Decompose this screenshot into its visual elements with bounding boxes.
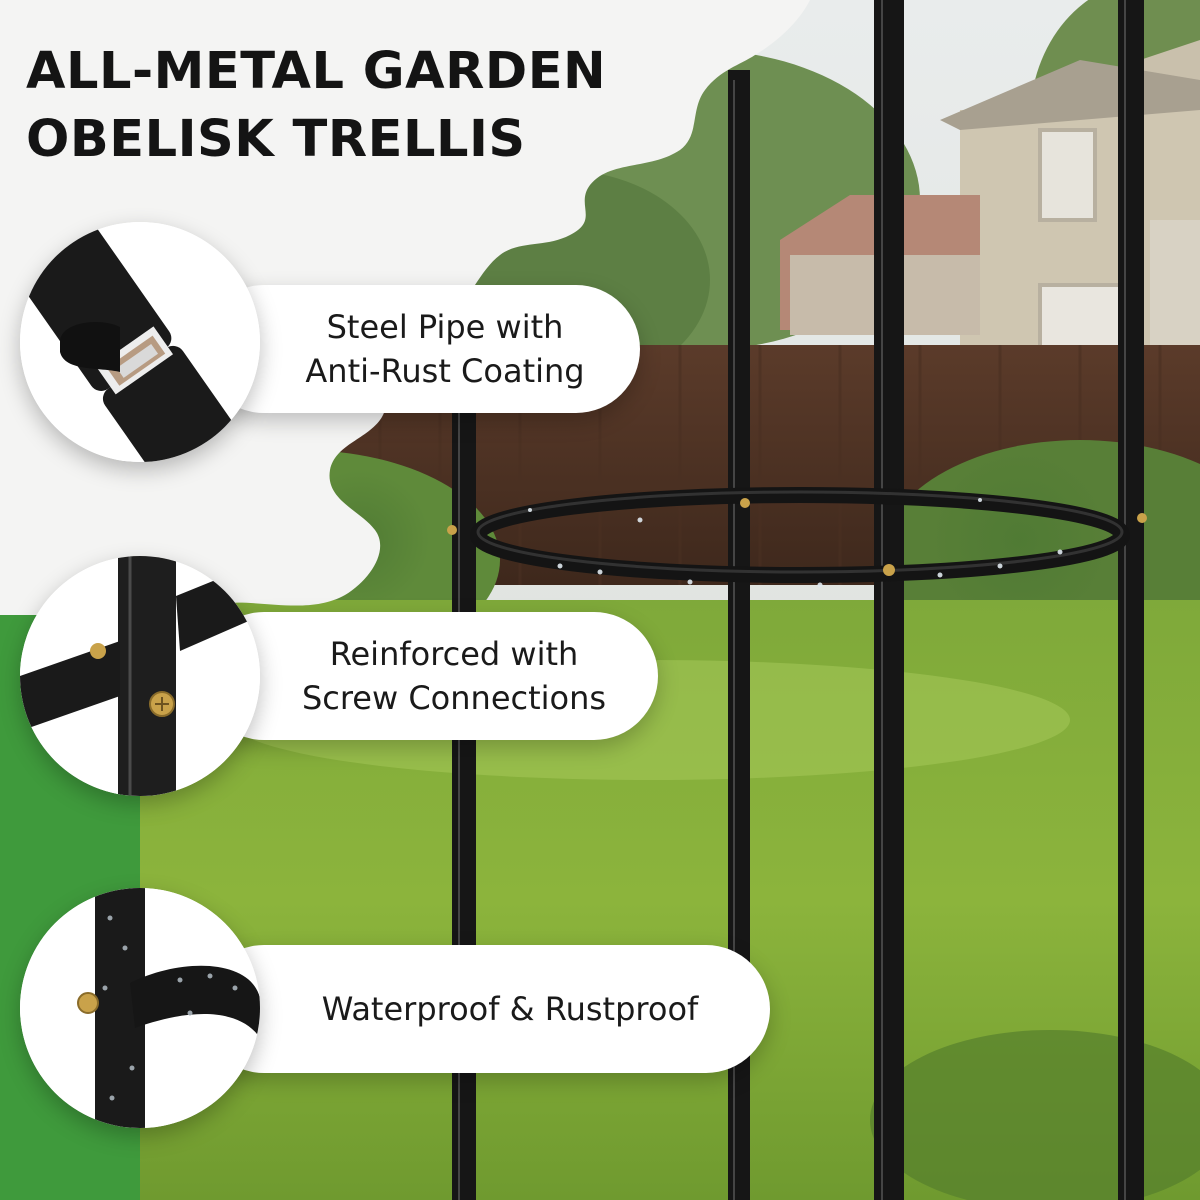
feature-waterproof-rustproof: Waterproof & Rustproof	[0, 0, 1200, 1128]
coated-pipe-icon	[20, 222, 260, 462]
feature-anti-rust-coating: Steel Pipe with Anti-Rust Coating	[0, 0, 1200, 462]
feature-label-box: Reinforced with Screw Connections	[200, 612, 658, 740]
screw-joint-icon	[20, 556, 260, 796]
feature-label-box: Steel Pipe with Anti-Rust Coating	[200, 285, 640, 413]
page-title: ALL-METAL GARDEN OBELISK TRELLIS	[26, 38, 726, 174]
title-line-1: ALL-METAL GARDEN	[26, 42, 607, 101]
feature-screw-connections: Reinforced with Screw Connections	[0, 0, 1200, 796]
feature-text-line-2: Anti-Rust Coating	[305, 352, 585, 390]
wet-pipe-icon	[20, 888, 260, 1128]
feature-text-line-1: Waterproof & Rustproof	[321, 990, 699, 1028]
feature-text-line-2: Screw Connections	[301, 679, 607, 717]
feature-text-line-1: Steel Pipe with	[326, 308, 564, 346]
feature-label-box: Waterproof & Rustproof	[200, 945, 770, 1073]
feature-text-line-1: Reinforced with	[329, 635, 579, 673]
title-line-2: OBELISK TRELLIS	[26, 110, 526, 169]
